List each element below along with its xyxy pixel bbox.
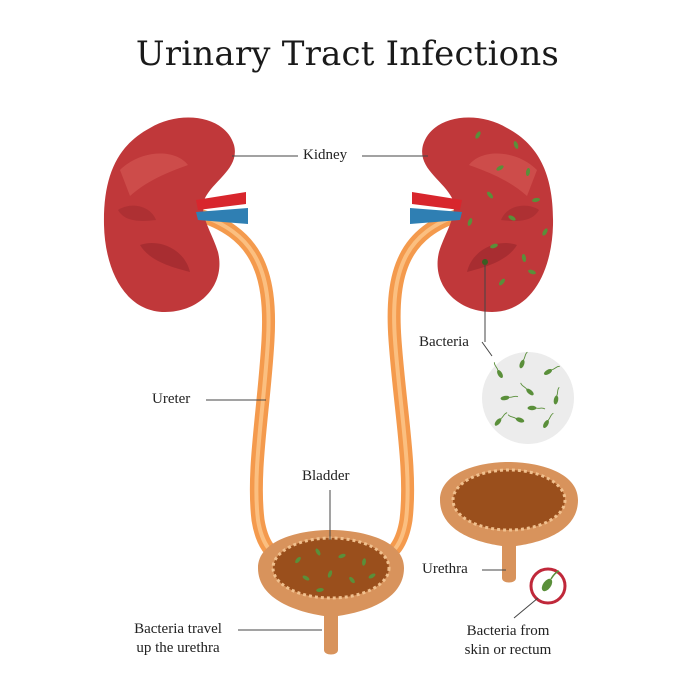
right-vein	[410, 208, 462, 224]
bacterium-icon	[493, 362, 503, 379]
bacterium-icon	[496, 165, 504, 171]
page-title: Urinary Tract Infections	[135, 34, 560, 74]
bacterium-icon	[543, 412, 554, 429]
kidney-bacteria-group	[467, 131, 548, 286]
magnifier-bacteria-group	[493, 351, 560, 429]
label-bacteria-travel: Bacteria travel up the urethra	[120, 620, 236, 658]
bacterium-icon	[507, 414, 525, 423]
left-vein	[196, 208, 248, 224]
bacterium-icon	[368, 573, 376, 579]
bacterium-icon	[486, 191, 494, 199]
bacterium-icon	[467, 218, 473, 226]
left-artery	[196, 192, 246, 210]
label-bacteria: Bacteria	[419, 334, 469, 350]
leader-lines	[206, 155, 539, 631]
bacterium-icon	[513, 141, 519, 149]
bacterium-icon	[528, 269, 536, 275]
left-kidney	[103, 117, 235, 312]
bacterium-icon	[498, 278, 506, 286]
right-artery	[412, 192, 462, 210]
bacterium-icon	[315, 548, 321, 556]
bacterium-icon	[327, 570, 333, 578]
bacterium-icon	[338, 553, 346, 559]
label-urethra: Urethra	[422, 561, 468, 577]
bacterium-icon	[521, 253, 527, 263]
bacterium-icon	[527, 405, 546, 411]
bacteria-from-leader	[513, 597, 539, 619]
bacterium-warning-icon	[529, 567, 567, 605]
bacterium-icon	[362, 558, 366, 566]
label-bacteria-from: Bacteria from skin or rectum	[450, 622, 566, 660]
bacterium-icon	[295, 556, 301, 564]
bacteria-highlight-dot	[482, 259, 488, 265]
bacterium-icon	[302, 575, 310, 581]
bacterium-icon	[508, 215, 516, 221]
label-bacteria-from-line1: Bacteria from	[466, 623, 550, 639]
bacterium-icon	[475, 131, 481, 139]
label-bladder: Bladder	[302, 468, 350, 484]
label-bacteria-from-line2: skin or rectum	[464, 642, 552, 658]
secondary-bladder	[440, 462, 578, 583]
main-bladder	[258, 530, 404, 655]
bacterium-icon	[543, 365, 560, 375]
bacterium-icon	[349, 576, 355, 584]
bacterium-icon	[494, 412, 508, 426]
bacterium-icon	[525, 167, 531, 177]
bacterium-icon	[490, 243, 498, 249]
right-kidney	[422, 117, 554, 312]
bladder-bacteria-group	[295, 548, 376, 592]
bacteria-leader-diag	[481, 341, 493, 357]
right-ureter-highlight	[378, 212, 464, 562]
bacterium-icon	[500, 395, 519, 401]
label-bacteria-travel-line1: Bacteria travel	[134, 621, 222, 637]
label-kidney: Kidney	[303, 147, 348, 163]
label-ureter: Ureter	[152, 391, 191, 407]
bacterium-icon	[542, 228, 548, 236]
bacterium-icon	[316, 588, 324, 592]
bacterium-icon	[531, 197, 541, 203]
bacterium-icon	[553, 387, 560, 405]
bacterium-icon	[520, 382, 534, 396]
bacteria-magnifier	[482, 351, 574, 444]
left-ureter-highlight	[194, 212, 285, 562]
bacterium-icon	[519, 351, 528, 369]
label-bacteria-travel-line2: up the urethra	[136, 640, 220, 656]
